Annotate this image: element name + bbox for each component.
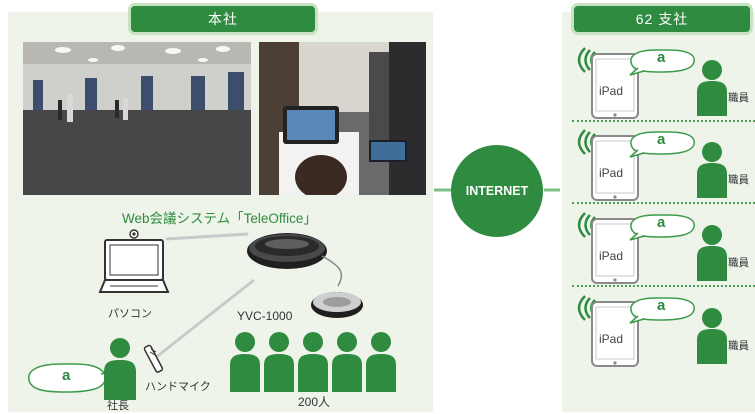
conference-room-photo bbox=[23, 42, 251, 195]
speaker-cable bbox=[321, 255, 343, 287]
staff-speech-bubble bbox=[629, 131, 695, 158]
staff-bubble-text: a bbox=[657, 49, 666, 66]
speaker-label: YVC-1000 bbox=[237, 309, 293, 323]
president-label: 社長 bbox=[107, 400, 129, 412]
audience-label: 200人 bbox=[298, 395, 331, 409]
mic-label: ハンドマイク bbox=[145, 381, 211, 393]
ipad-demo-photo bbox=[259, 42, 426, 195]
staff-person-icon bbox=[697, 308, 727, 364]
internet-node: INTERNET bbox=[451, 145, 543, 237]
speakerphone-icon bbox=[247, 233, 327, 269]
audience-icon bbox=[230, 332, 396, 392]
staff-person-icon bbox=[697, 60, 727, 116]
row-divider bbox=[572, 285, 755, 287]
row-divider bbox=[572, 202, 755, 204]
internet-label: INTERNET bbox=[465, 184, 529, 198]
ipad-icon bbox=[591, 301, 639, 367]
branch-tag: 62 支社 bbox=[571, 3, 753, 35]
president-bubble-text: a bbox=[62, 367, 71, 384]
ipad-label: iPad bbox=[599, 84, 624, 98]
staff-bubble-text: a bbox=[657, 214, 666, 231]
ipad-icon bbox=[591, 135, 639, 201]
staff-label: 職員 bbox=[728, 257, 749, 269]
ipad-label: iPad bbox=[599, 332, 624, 346]
staff-label: 職員 bbox=[728, 92, 749, 104]
staff-speech-bubble bbox=[629, 49, 695, 76]
staff-person-icon bbox=[697, 225, 727, 281]
staff-label: 職員 bbox=[728, 340, 749, 352]
ipad-label: iPad bbox=[599, 249, 624, 263]
system-title: Web会議システム「TeleOffice」 bbox=[122, 211, 317, 226]
ipad-label: iPad bbox=[599, 166, 624, 180]
staff-speech-bubble bbox=[629, 214, 695, 241]
ipad-icon bbox=[591, 218, 639, 284]
president-person-icon bbox=[104, 338, 136, 400]
staff-person-icon bbox=[697, 142, 727, 198]
staff-label: 職員 bbox=[728, 174, 749, 186]
hq-tag: 本社 bbox=[128, 3, 318, 35]
ipad-icon bbox=[591, 53, 639, 119]
row-divider bbox=[572, 120, 755, 122]
laptop-icon bbox=[98, 229, 170, 293]
microphone-unit-icon bbox=[311, 292, 363, 318]
staff-bubble-text: a bbox=[657, 297, 666, 314]
staff-bubble-text: a bbox=[657, 131, 666, 148]
staff-speech-bubble bbox=[629, 297, 695, 324]
pc-label: パソコン bbox=[108, 308, 152, 320]
hand-microphone-icon bbox=[143, 344, 164, 373]
